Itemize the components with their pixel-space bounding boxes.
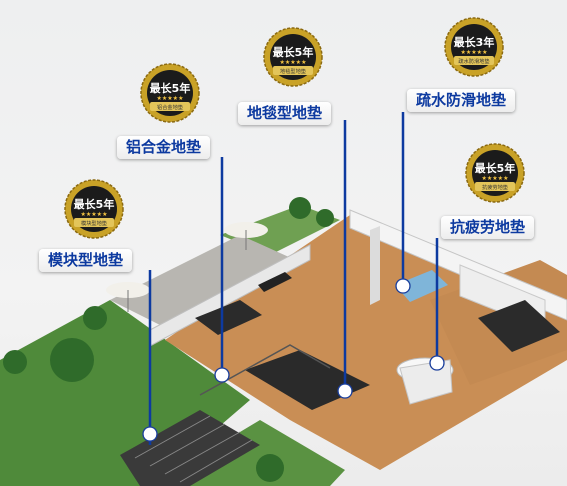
umbrella-left bbox=[106, 282, 150, 312]
svg-text:疏水防滑地垫: 疏水防滑地垫 bbox=[458, 57, 490, 65]
wall-divider bbox=[370, 226, 380, 305]
warranty-badge-modular: 最长5年 ★★★★★ 模块型地垫 bbox=[60, 178, 128, 240]
label-drain-mat: 疏水防滑地垫 bbox=[407, 89, 516, 112]
svg-text:抗疲劳地垫: 抗疲劳地垫 bbox=[482, 183, 509, 191]
svg-text:最长5年: 最长5年 bbox=[273, 45, 314, 59]
svg-text:最长3年: 最长3年 bbox=[454, 35, 495, 49]
mat-aluminum bbox=[195, 300, 262, 335]
entrance-grating bbox=[120, 410, 260, 486]
svg-text:地毯型地垫: 地毯型地垫 bbox=[280, 67, 307, 75]
svg-text:★★★★★: ★★★★★ bbox=[461, 49, 488, 56]
svg-text:★★★★★: ★★★★★ bbox=[81, 211, 108, 218]
warranty-badge-carpet: 最长5年 ★★★★★ 地毯型地垫 bbox=[259, 26, 327, 88]
trees bbox=[3, 197, 334, 482]
mat-right bbox=[478, 300, 560, 352]
pin-marker-icon bbox=[429, 355, 445, 371]
svg-text:最长5年: 最长5年 bbox=[150, 81, 191, 95]
label-antifatigue-mat: 抗疲劳地垫 bbox=[441, 216, 535, 239]
shower-area bbox=[395, 270, 448, 302]
svg-text:模块型地垫: 模块型地垫 bbox=[81, 219, 108, 227]
label-modular-mat: 模块型地垫 bbox=[39, 249, 133, 272]
pin-marker-icon bbox=[214, 367, 230, 383]
pin-marker-icon bbox=[395, 278, 411, 294]
warranty-badge-antifatigue: 最长5年 ★★★★★ 抗疲劳地垫 bbox=[461, 142, 529, 204]
label-aluminum-mat: 铝合金地垫 bbox=[117, 136, 211, 159]
svg-text:★★★★★: ★★★★★ bbox=[157, 95, 184, 102]
svg-text:最长5年: 最长5年 bbox=[475, 161, 516, 175]
railing bbox=[199, 344, 331, 396]
svg-text:最长5年: 最长5年 bbox=[74, 197, 115, 211]
label-carpet-mat: 地毯型地垫 bbox=[238, 102, 332, 125]
warranty-badge-aluminum: 最长5年 ★★★★★ 铝合金地垫 bbox=[136, 62, 204, 124]
svg-text:★★★★★: ★★★★★ bbox=[280, 59, 307, 66]
terrace bbox=[110, 235, 300, 330]
sofa bbox=[258, 272, 292, 292]
umbrella-back bbox=[224, 222, 268, 250]
stair-lines bbox=[134, 415, 253, 483]
svg-text:★★★★★: ★★★★★ bbox=[482, 175, 509, 182]
svg-text:铝合金地垫: 铝合金地垫 bbox=[157, 103, 184, 111]
warranty-badge-drain: 最长3年 ★★★★★ 疏水防滑地垫 bbox=[440, 16, 508, 78]
pin-marker-icon bbox=[142, 426, 158, 442]
pin-marker-icon bbox=[337, 383, 353, 399]
